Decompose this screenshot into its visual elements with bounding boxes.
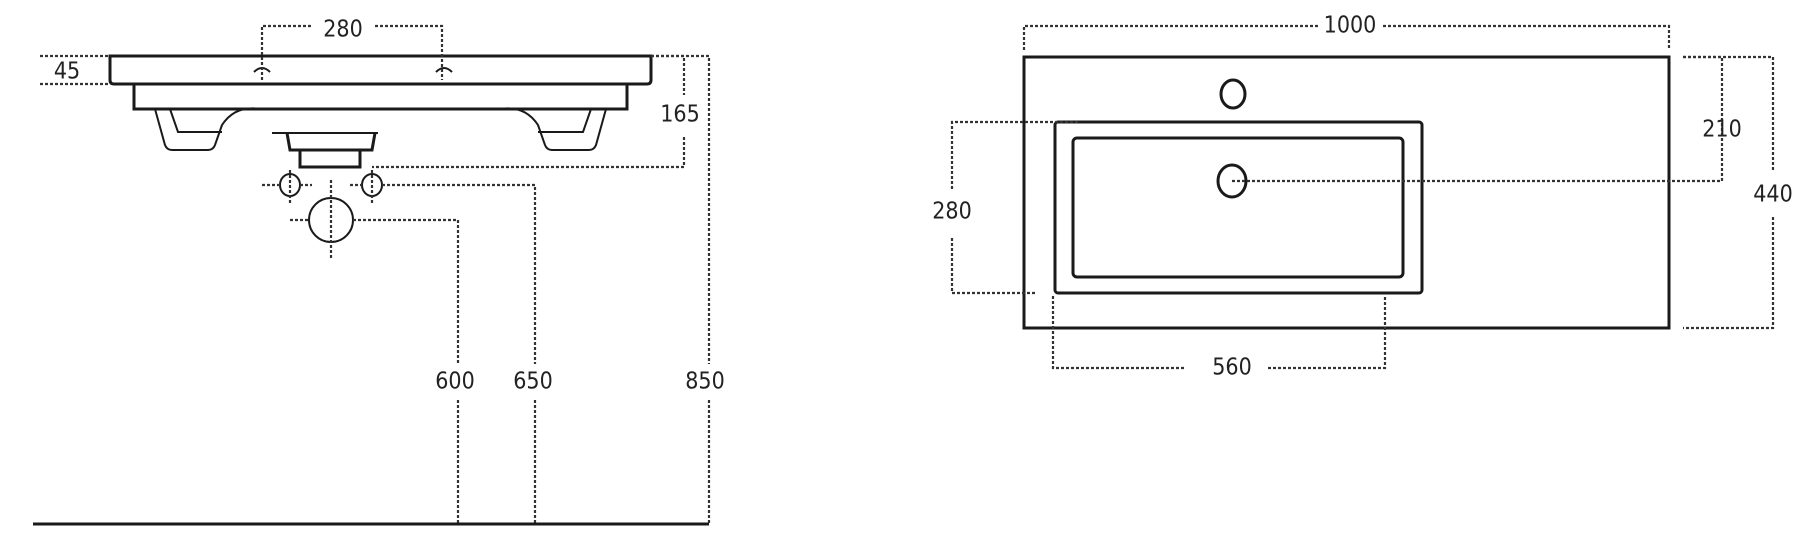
- dim-width: 1000: [1324, 13, 1377, 39]
- dim-bowl-depth: 280: [932, 199, 972, 225]
- top-view: 1000 210 440 280 560: [932, 13, 1793, 381]
- dim-rim-height: 850: [685, 369, 725, 395]
- tap-hole: [1219, 78, 1247, 110]
- side-view: 280 45 165 600 650 850: [33, 17, 725, 526]
- dim-waste-height: 600: [435, 369, 475, 395]
- countertop-outline: [1022, 55, 1671, 330]
- dim-supply-height: 650: [513, 369, 553, 395]
- drain-hole: [1216, 163, 1248, 199]
- dimension-lines-top: [950, 24, 1775, 370]
- dim-tap-spacing: 280: [323, 17, 363, 43]
- dim-drain-offset: 210: [1702, 117, 1742, 143]
- basin-profile: [108, 54, 653, 169]
- dim-depth: 440: [1753, 182, 1793, 208]
- bowl-outer: [1053, 120, 1424, 295]
- bowl-inner: [1071, 136, 1405, 279]
- dim-basin-depth: 165: [660, 102, 700, 128]
- dim-bowl-width: 560: [1212, 355, 1252, 381]
- dim-rim-thickness: 45: [54, 59, 80, 85]
- dimension-lines: [40, 24, 711, 524]
